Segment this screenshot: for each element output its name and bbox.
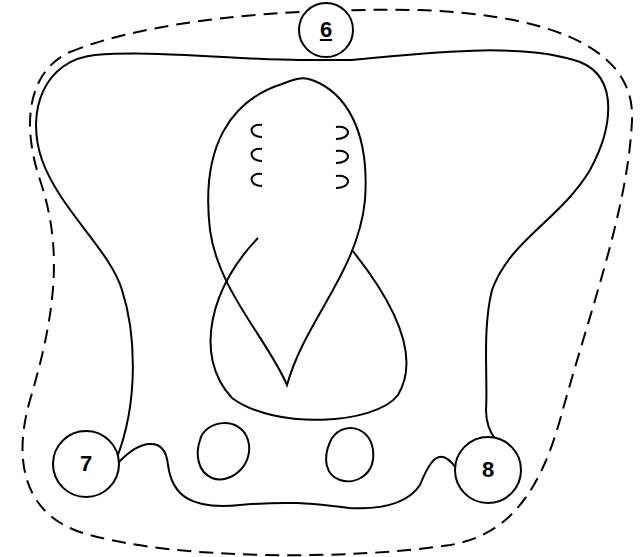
callout-circle: 8 [453,435,523,505]
obturator-foramen [198,423,249,479]
obturator-foramen [326,428,373,481]
sacrum [208,78,365,385]
callout-number: 7 [80,453,92,475]
callout-number: 8 [482,459,494,481]
sacral-foramen [252,125,263,186]
callout-circle: 6 [297,1,355,59]
pelvis-outline [36,50,608,460]
sacral-foramen [336,127,348,188]
pelvic-inlet [211,238,407,420]
callout-number: 6 [320,19,332,41]
pubic-arch [119,444,456,508]
dashed-outline [23,10,633,555]
callout-circle: 7 [51,429,121,499]
